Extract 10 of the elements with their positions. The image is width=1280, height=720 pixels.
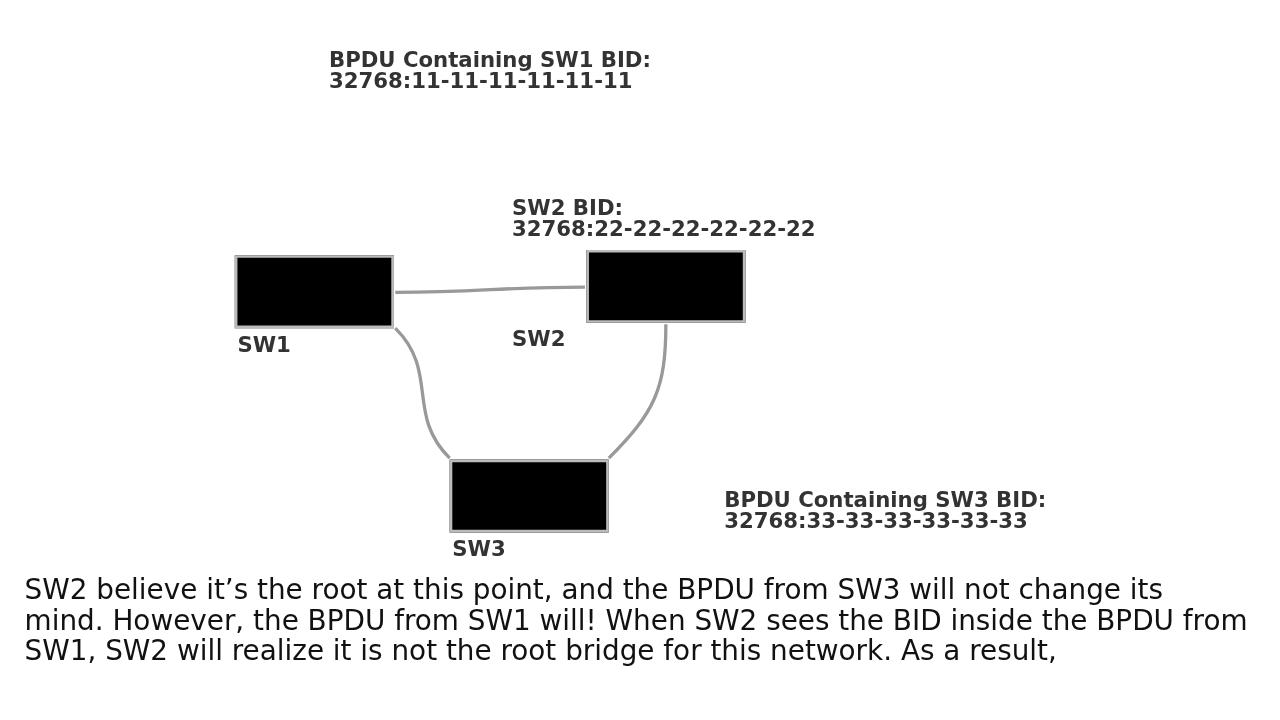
node-label: SW1 [237,331,291,357]
label: BPDU Containing SW3 BID: 32768:33-33-33-33-33-33 [724,486,1047,534]
node-label: SW3 [452,536,506,562]
connector [395,285,585,294]
label: BPDU Containing SW1 BID: 32768:11-11-11-11-11-11 [328,47,651,94]
node-label: SW2 BID: 32768:22-22-22-22-22-22 [512,195,816,242]
connector [394,327,451,460]
node-label: SW2 [512,326,566,352]
connector [607,324,668,460]
caption: SW2 believe it’s the root at this point, and the BPDU from SW3 will not change its mind. However, the BPDU from SW1 will! When SW2 sees the BID inside the BPDU from SW1, SW2 will realize it is not the root bridge for this network. As a result, [24,573,1248,668]
